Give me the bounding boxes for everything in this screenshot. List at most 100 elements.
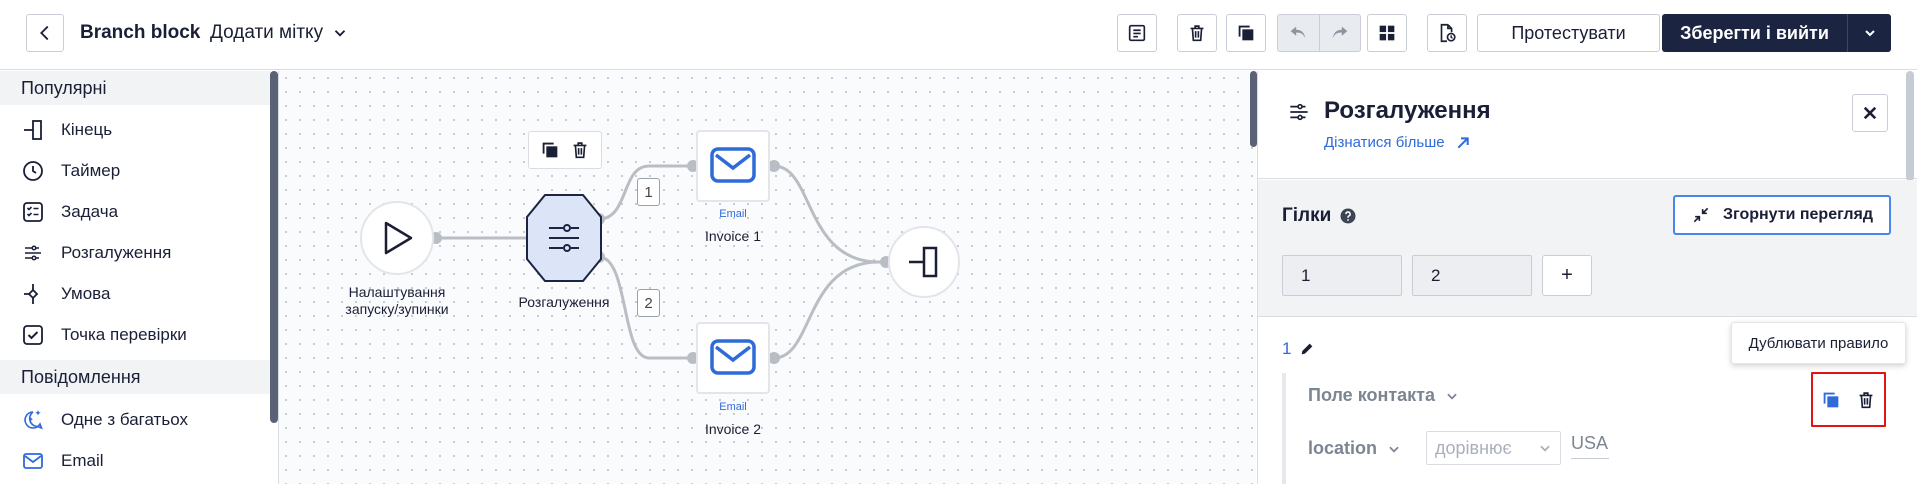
page-title: Branch block (80, 22, 201, 43)
palette-item-label: Одне з багатьох (61, 410, 188, 429)
undo-redo-group (1277, 14, 1361, 52)
email-node-invoice-1[interactable] (696, 130, 770, 202)
sidebar-scrollbar[interactable] (270, 71, 278, 423)
condition-value-input[interactable]: USA (1571, 433, 1609, 459)
redo-button[interactable] (1318, 15, 1361, 51)
rule-actions-highlight (1811, 372, 1886, 427)
trash-icon (1190, 25, 1204, 42)
undo-button[interactable] (1278, 15, 1319, 51)
grid-icon (1379, 25, 1395, 41)
exit-node[interactable] (888, 226, 960, 298)
palette-item-label: Точка перевірки (61, 325, 187, 344)
palette-item-one-of-many[interactable]: Одне з багатьох (21, 405, 188, 435)
section-messages-title: Повідомлення (0, 360, 270, 394)
notes-button[interactable] (1117, 14, 1157, 52)
email-node-2-type: Email (719, 401, 747, 413)
task-icon (23, 202, 43, 222)
back-button[interactable] (26, 14, 64, 52)
branch-badge-1: 1 (637, 178, 660, 206)
workflow-edges (360, 130, 960, 394)
email-node-2-label: Invoice 2 (704, 421, 762, 437)
duplicate-rule-tooltip: Дублювати правило (1731, 322, 1906, 364)
contact-field-select[interactable]: Поле контакта (1308, 385, 1459, 406)
save-options-button[interactable] (1847, 14, 1891, 52)
rule-container (1282, 373, 1917, 484)
add-branch-button[interactable]: + (1542, 255, 1592, 296)
trash-icon[interactable] (1855, 389, 1877, 411)
email-node-1-label: Invoice 1 (704, 228, 762, 244)
email-node-invoice-2[interactable] (696, 322, 770, 394)
branch-tab-2[interactable]: 2 (1412, 255, 1532, 296)
branch-icon (1290, 103, 1308, 121)
learn-more-label: Дізнатися більше (1324, 134, 1445, 151)
block-palette-sidebar: Популярні Кінець Таймер Задача Розгалуже… (0, 71, 270, 484)
contact-field-label: Поле контакта (1308, 385, 1435, 405)
palette-item-checkpoint[interactable]: Точка перевірки (21, 320, 187, 350)
sidebar-divider (278, 71, 279, 484)
start-node[interactable] (360, 201, 434, 275)
email-node-1-type: Email (719, 208, 747, 220)
collapse-icon (1693, 207, 1709, 223)
palette-item-label: Задача (61, 202, 119, 221)
canvas-scrollbar[interactable] (1250, 71, 1257, 147)
palette-item-timer[interactable]: Таймер (21, 156, 120, 186)
top-toolbar: Branch block Додати мітку Протестувати З… (0, 0, 1917, 70)
palette-item-exit[interactable]: Кінець (21, 115, 112, 145)
copy-block-button[interactable] (1226, 14, 1266, 52)
learn-more-link[interactable]: Дізнатися більше (1324, 134, 1471, 151)
copy-icon (1238, 25, 1254, 41)
palette-item-email[interactable]: Email (21, 446, 104, 476)
layout-button[interactable] (1367, 14, 1407, 52)
chevron-down-icon (1389, 446, 1399, 453)
branches-title-label: Гілки (1282, 205, 1332, 226)
undo-icon (1290, 26, 1306, 39)
condition-field-select[interactable]: location (1308, 438, 1401, 459)
branch-node[interactable] (526, 194, 602, 282)
rule-number: 1 (1282, 339, 1315, 359)
operator-label: дорівнює (1435, 437, 1512, 458)
help-icon[interactable] (1339, 207, 1357, 225)
trash-icon[interactable] (569, 139, 591, 161)
close-icon (1863, 106, 1877, 120)
add-tag-dropdown[interactable]: Додати мітку (210, 22, 349, 44)
pencil-icon[interactable] (1299, 341, 1315, 357)
copy-icon[interactable] (539, 139, 561, 161)
palette-item-label: Розгалуження (61, 243, 172, 262)
collapse-view-label: Згорнути перегляд (1722, 206, 1874, 223)
palette-item-branch[interactable]: Розгалуження (21, 238, 171, 268)
palette-item-task[interactable]: Задача (21, 197, 118, 227)
delete-block-button[interactable] (1177, 14, 1217, 52)
chevron-down-icon (1540, 445, 1550, 452)
branch-icon (25, 245, 41, 261)
branch-settings-panel: Розгалуження Дізнатися більше Гілки Згор… (1257, 71, 1917, 484)
branch-badge-2: 2 (637, 289, 660, 317)
file-history-icon (1440, 23, 1456, 43)
start-node-label: Налаштування запуску/зупинки (345, 284, 449, 317)
branch-tab-1[interactable]: 1 (1282, 255, 1402, 296)
add-tag-label: Додати мітку (210, 22, 324, 43)
section-popular-title: Популярні (0, 71, 270, 105)
external-link-icon (1457, 136, 1469, 148)
collapse-view-button[interactable]: Згорнути перегляд (1673, 195, 1891, 235)
panel-title: Розгалуження (1324, 97, 1491, 124)
save-and-exit-button[interactable]: Зберегти і вийти (1662, 14, 1891, 52)
redo-icon (1332, 26, 1348, 39)
email-icon (23, 453, 43, 469)
test-button[interactable]: Протестувати (1477, 14, 1660, 52)
condition-field-label: location (1308, 438, 1378, 458)
checkpoint-icon (23, 325, 43, 345)
close-panel-button[interactable] (1852, 94, 1888, 132)
operator-select[interactable]: дорівнює (1426, 431, 1561, 465)
panel-scrollbar[interactable] (1906, 71, 1914, 181)
chevron-down-icon (1864, 30, 1875, 37)
branches-title: Гілки (1282, 205, 1357, 227)
copy-icon[interactable] (1820, 389, 1842, 411)
chevron-down-icon (1447, 393, 1457, 400)
chevron-left-icon (40, 25, 49, 41)
history-button[interactable] (1427, 14, 1467, 52)
note-icon (1128, 24, 1146, 42)
node-action-toolbar (528, 131, 602, 169)
panel-header: Розгалуження Дізнатися більше (1258, 71, 1917, 179)
workflow-canvas[interactable]: 1 2 Налаштування запуску/зупинки Розгалу… (279, 71, 1256, 484)
palette-item-condition[interactable]: Умова (21, 279, 110, 309)
